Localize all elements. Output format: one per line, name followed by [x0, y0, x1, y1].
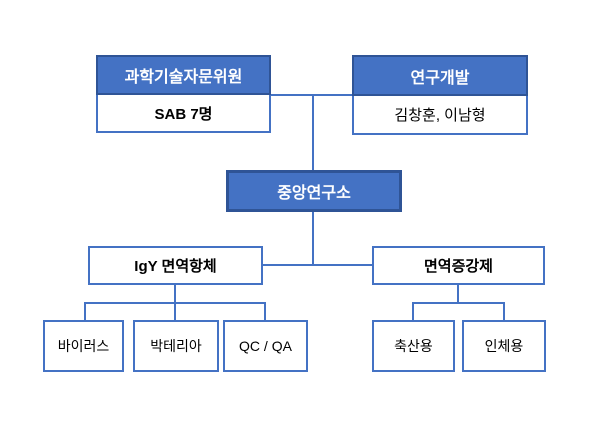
node-human-use: 인체용	[462, 320, 546, 372]
node-advisory-detail: SAB 7명	[96, 95, 271, 133]
connector-topboxes-horizontal	[271, 94, 352, 96]
node-advisory-header: 과학기술자문위원	[96, 55, 271, 95]
node-immune-booster: 면역증강제	[372, 246, 545, 285]
connector-branches-horizontal	[263, 264, 372, 266]
connector-virus-drop	[84, 302, 86, 320]
connector-rightgroup-horizontal	[412, 302, 505, 304]
connector-top-to-center-vertical	[312, 94, 314, 170]
node-bacteria: 박테리아	[133, 320, 219, 372]
connector-livestock-drop	[412, 302, 414, 320]
connector-qcqa-drop	[264, 302, 266, 320]
node-virus: 바이러스	[43, 320, 124, 372]
node-rnd-detail: 김창훈, 이남형	[352, 96, 528, 135]
connector-branchright-drop	[457, 285, 459, 303]
connector-human-drop	[503, 302, 505, 320]
node-central-lab: 중앙연구소	[226, 170, 402, 212]
connector-leftgroup-horizontal	[84, 302, 266, 304]
connector-center-down-vertical	[312, 212, 314, 266]
node-rnd-header: 연구개발	[352, 55, 528, 96]
node-igy-antibody: IgY 면역항체	[88, 246, 263, 285]
node-livestock: 축산용	[372, 320, 455, 372]
node-qc-qa: QC / QA	[223, 320, 308, 372]
